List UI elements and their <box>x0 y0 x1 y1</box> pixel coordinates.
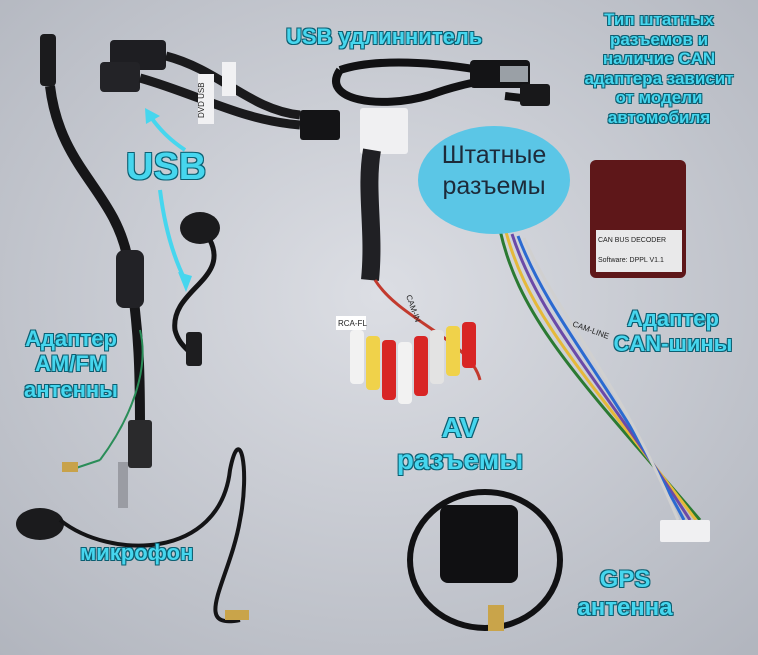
am-fm-adapter-label: Адаптер AM/FM антенны <box>6 326 136 402</box>
oem-connectors-bubble-text: Штатные разъемы <box>418 140 570 203</box>
oem-connectors-bubble <box>418 126 570 234</box>
label-line: Адаптер <box>25 326 117 351</box>
note-line: автомобиля <box>607 107 711 127</box>
note-line: адаптера зависит <box>584 68 734 88</box>
arrow-head-icon <box>178 272 192 292</box>
microphone-label: микрофон <box>80 540 194 565</box>
note-line: Тип штатных <box>604 10 714 29</box>
label-line: антенны <box>24 376 118 402</box>
bubble-line: разъемы <box>442 172 546 201</box>
gps-antenna <box>407 489 563 631</box>
label-line: GPS <box>599 566 651 593</box>
can-box-label: CAN BUS DECODER <box>598 237 666 244</box>
label-line: разъемы <box>396 444 524 476</box>
label-line: антенна <box>577 593 673 621</box>
usb-cable: DVD USB <box>100 40 340 140</box>
rca-flag-tag: RCA-FL <box>338 319 367 328</box>
label-line: Адаптер <box>627 306 719 331</box>
label-line: AV <box>441 412 479 443</box>
note-line: разъемов и <box>609 29 709 49</box>
usb-extension-label: USB удлиннитель <box>286 24 483 49</box>
label-line: AM/FM <box>34 351 108 377</box>
label-line: CAN-шины <box>613 331 733 357</box>
gps-antenna-label: GPS антенна <box>550 566 700 621</box>
note-line: наличие CAN <box>602 49 716 69</box>
microphone <box>16 447 249 624</box>
av-connectors-label: AV разъемы <box>380 412 540 476</box>
can-adapter-label: Адаптер CAN-шины <box>598 306 748 357</box>
can-bus-decoder: CAN BUS DECODER Software: DPPL V1.1 <box>590 160 686 278</box>
connector-note: Тип штатных разъемов и наличие CAN адапт… <box>560 10 758 127</box>
dvd-usb-tag: DVD USB <box>197 82 206 118</box>
av-rca-connectors: RCA-FL CAM-IN <box>336 294 476 404</box>
usb-label: USB <box>126 146 207 188</box>
can-box-label: Software: DPPL V1.1 <box>598 257 664 264</box>
am-fm-antenna-adapter <box>40 34 152 508</box>
usb-extension-cable <box>332 58 550 106</box>
usb-short-cable <box>172 212 220 366</box>
bubble-line: Штатные <box>441 141 547 169</box>
note-line: от модели <box>615 88 703 108</box>
arrow-head-icon <box>145 108 160 124</box>
